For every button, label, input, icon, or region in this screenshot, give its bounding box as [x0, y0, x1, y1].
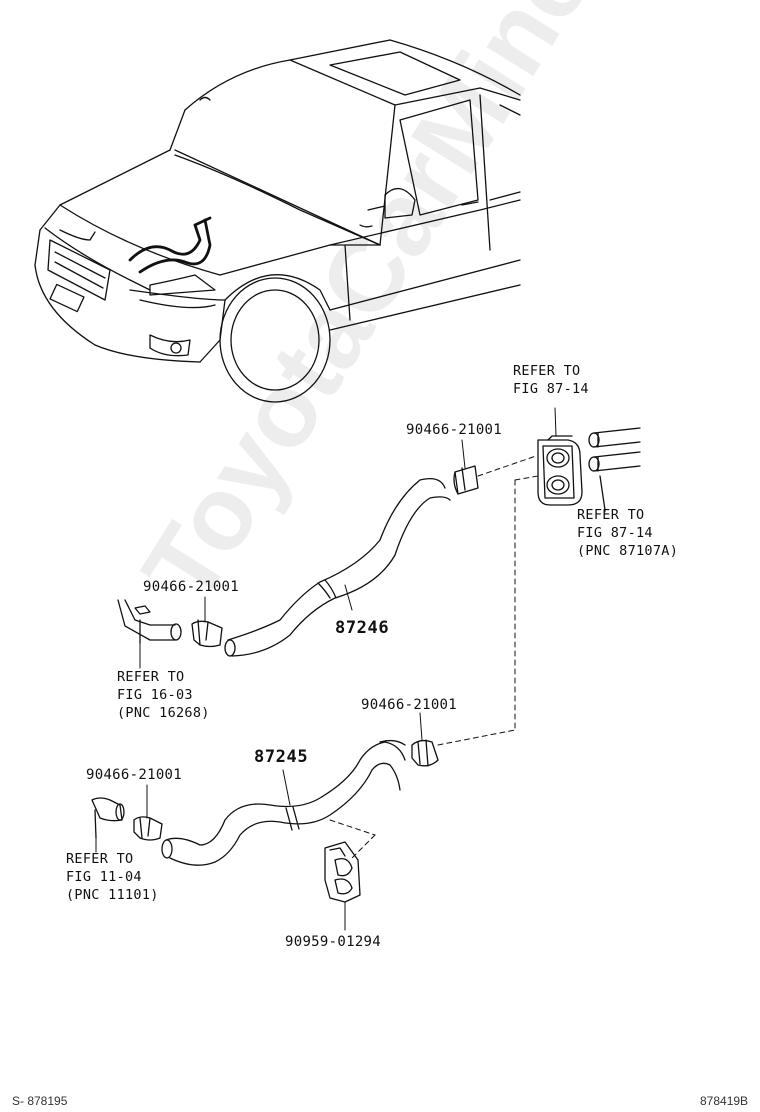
dashed-leaders: [329, 455, 539, 859]
ref-fig87-lower: REFER TO FIG 87-14 (PNC 87107A): [577, 506, 678, 560]
pipe-fig16: [117, 599, 182, 644]
car-illustration: [34, 39, 521, 403]
footer-right-code: 878419B: [700, 1094, 749, 1108]
part-number-clamp-left-lower: 90466-21001: [86, 767, 183, 783]
footer-left-code: S- 878195: [12, 1094, 68, 1108]
clamp-upper-right: [453, 465, 479, 495]
grommet: [537, 435, 583, 506]
ref-fig87-upper: REFER TO FIG 87-14: [513, 362, 589, 398]
ref-line: FIG 16-03: [117, 687, 193, 703]
pipe-fig11: [91, 797, 125, 839]
engine-hose-highlight: [128, 216, 212, 274]
ref-line: REFER TO: [513, 363, 581, 379]
ref-fig11: REFER TO FIG 11-04 (PNC 11101): [66, 850, 159, 904]
ref-line: FIG 87-14: [577, 525, 653, 541]
ref-fig16: REFER TO FIG 16-03 (PNC 16268): [117, 668, 210, 722]
part-number-clamp-top: 90466-21001: [406, 422, 503, 438]
ref-line: FIG 87-14: [513, 381, 589, 397]
part-number-bracket: 90959-01294: [285, 934, 382, 950]
clamp-right-lower: [411, 739, 439, 767]
ref-line: (PNC 87107A): [577, 543, 679, 559]
solid-leaders: [95, 407, 606, 931]
part-number-clamp-left-upper: 90466-21001: [143, 579, 240, 595]
part-number-clamp-right-lower: 90466-21001: [361, 697, 458, 713]
part-number-87245: 87245: [254, 747, 309, 767]
ref-line: REFER TO: [117, 669, 185, 685]
clamp-left-lower: [133, 816, 163, 841]
heater-pipes: [588, 427, 641, 511]
clamp-left-upper: [191, 619, 223, 648]
ref-line: (PNC 16268): [117, 705, 210, 721]
hose-87246: [224, 477, 451, 657]
hose-bracket: [324, 841, 361, 903]
hose-87245: [161, 739, 406, 866]
ref-line: REFER TO: [577, 507, 645, 523]
ref-line: (PNC 11101): [66, 887, 159, 903]
part-number-87246: 87246: [335, 618, 390, 638]
ref-line: FIG 11-04: [66, 869, 142, 885]
ref-line: REFER TO: [66, 851, 134, 867]
